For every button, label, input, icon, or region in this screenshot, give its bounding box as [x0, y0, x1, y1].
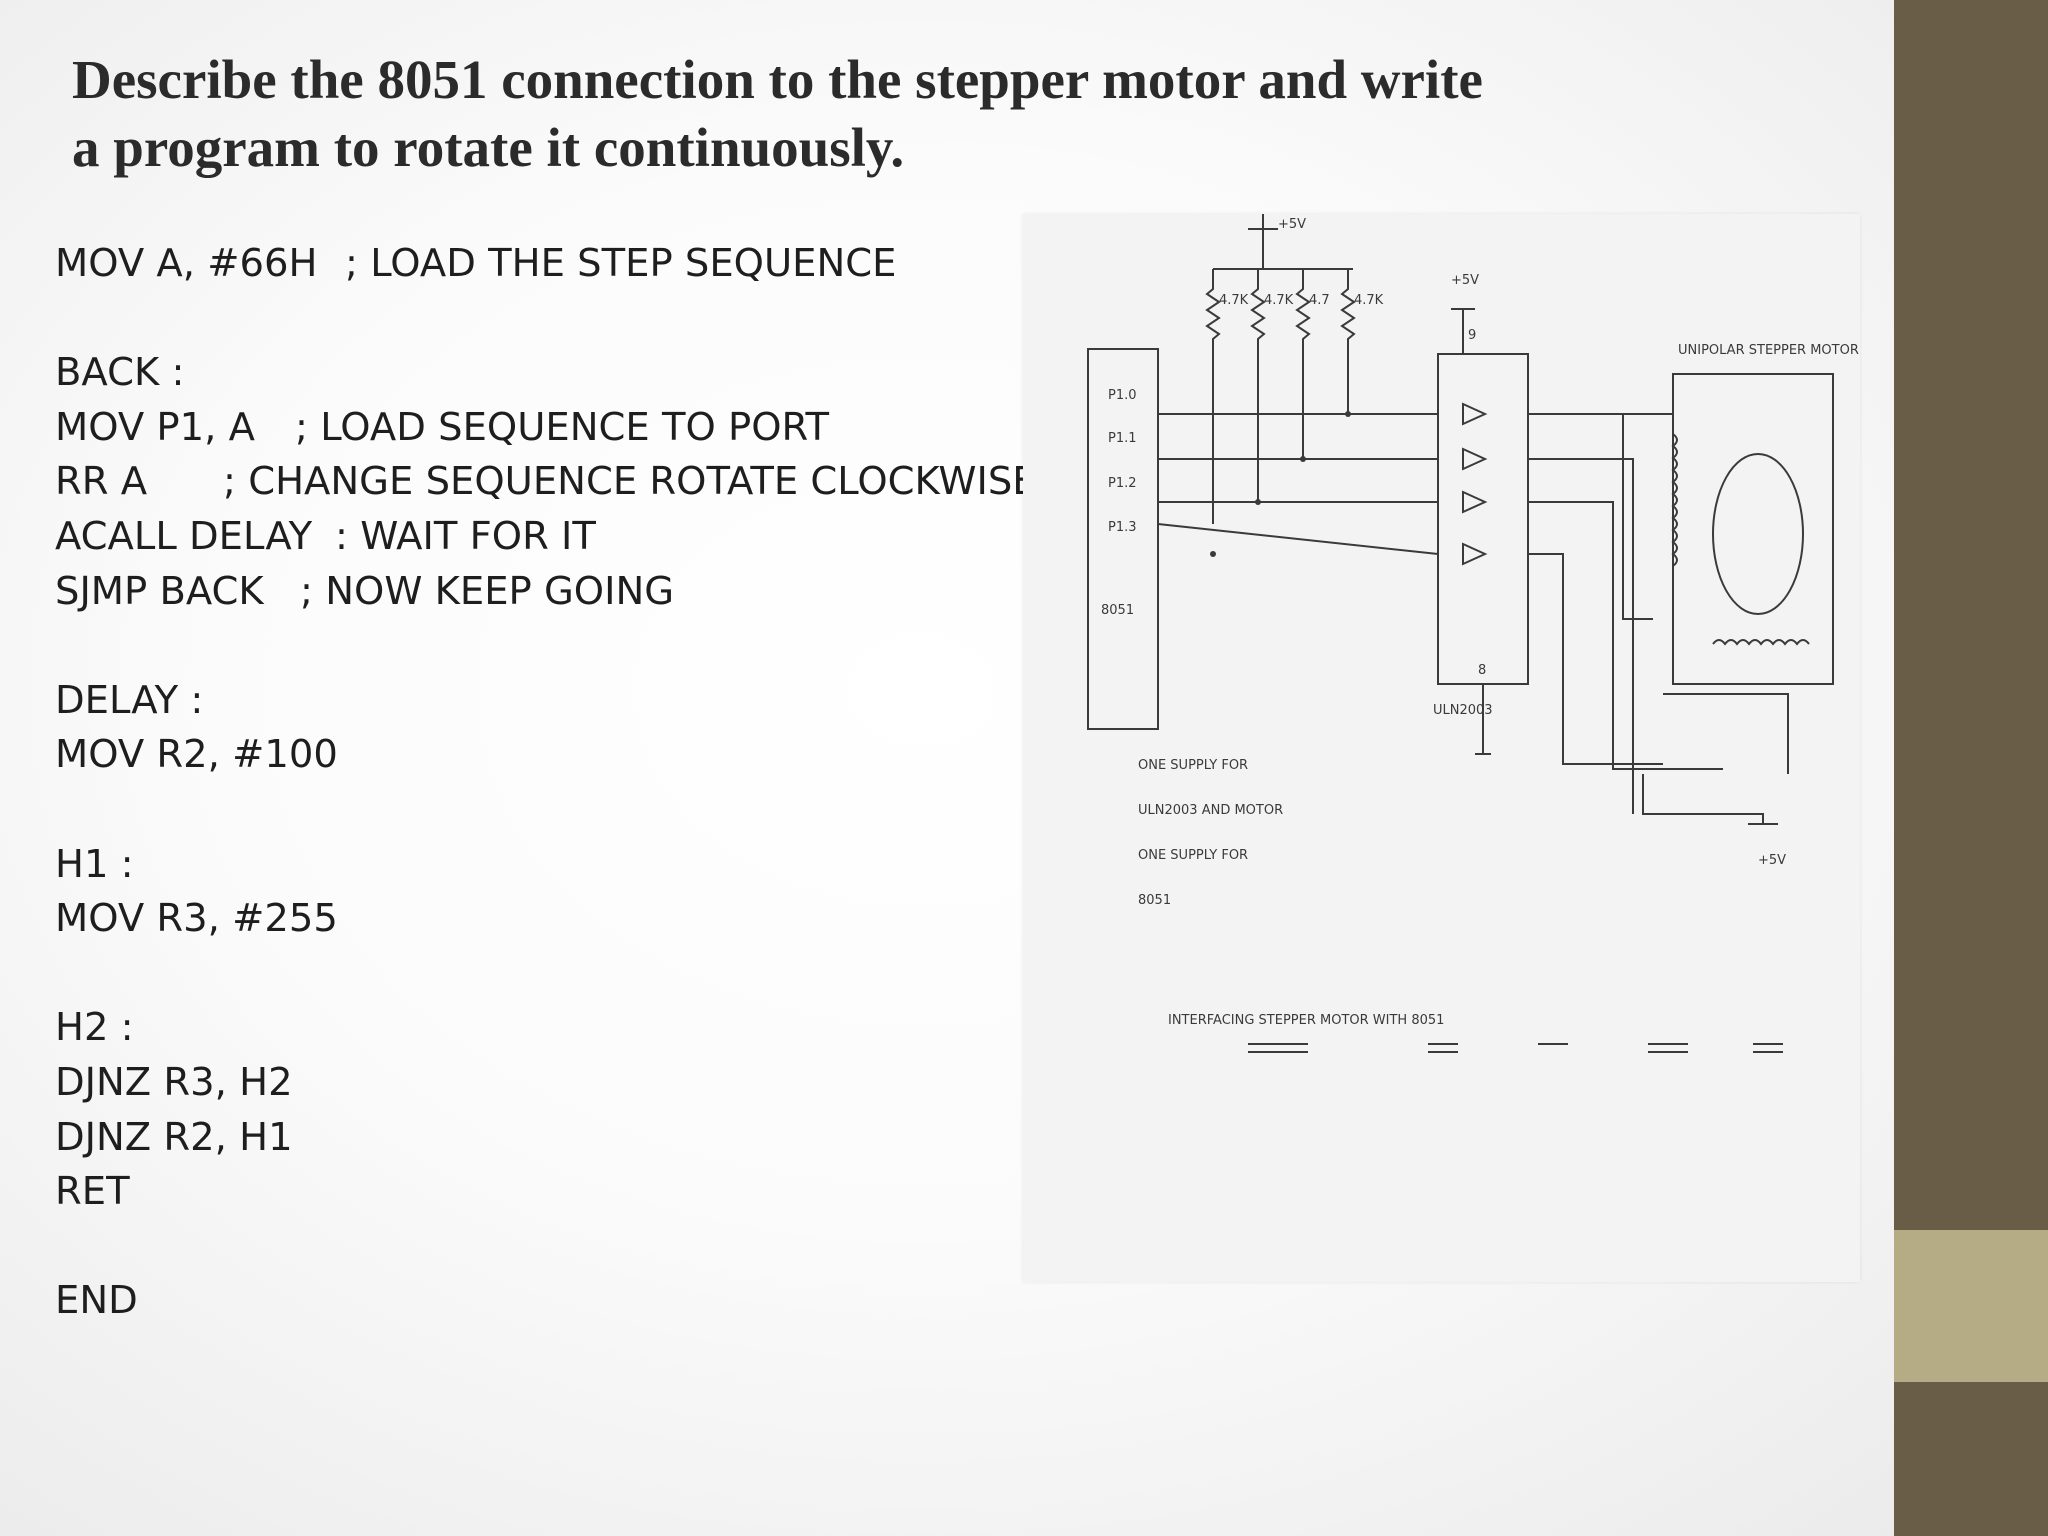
code-line: MOV A, #66H ; LOAD THE STEP SEQUENCE [55, 237, 896, 292]
pin-label-p13: P1.3 [1108, 520, 1137, 535]
code-line [55, 619, 338, 674]
title-line-2: a program to rotate it continuously. [72, 117, 905, 178]
resistor-label-2: 4.7K [1264, 293, 1294, 308]
code-line: BACK : [55, 346, 338, 401]
supply-note-line-3: ONE SUPPLY FOR [1138, 848, 1248, 863]
supply-note-line-2: ULN2003 AND MOTOR [1138, 803, 1283, 818]
code-comment: ; NOW KEEP GOING [300, 568, 675, 614]
code-instruction: RR A [55, 459, 148, 505]
motor-rotor [1712, 453, 1804, 615]
code-instruction: MOV R2, #100 [55, 732, 338, 778]
code-instruction: RET [55, 1169, 130, 1215]
stepper-motor-box [1672, 373, 1834, 685]
code-line: DELAY : [55, 674, 338, 729]
uln-pin8-label: 8 [1478, 663, 1486, 678]
code-instruction: H1 : [55, 841, 134, 887]
code-instruction: DJNZ R3, H2 [55, 1059, 293, 1105]
port-wires [1157, 411, 1439, 557]
code-instruction: MOV P1, A [55, 404, 255, 450]
code-listing: MOV A, #66H ; LOAD THE STEP SEQUENCE BACK … [55, 237, 1037, 1329]
resistor-label-4: 4.7K [1354, 293, 1384, 308]
uln-pin9-label: 9 [1468, 328, 1476, 343]
mcu-8051-box [1087, 348, 1159, 730]
code-instruction: END [55, 1278, 138, 1324]
code-instruction: SJMP BACK [55, 568, 264, 614]
supply-note-line-1: ONE SUPPLY FOR [1138, 758, 1248, 773]
code-line [55, 947, 338, 1002]
code-instruction: MOV R3, #255 [55, 896, 338, 942]
uln-supply-label: +5V [1451, 273, 1479, 288]
code-comment: ; LOAD SEQUENCE TO PORT [295, 404, 829, 450]
title-line-1: Describe the 8051 connection to the step… [72, 49, 1483, 110]
diagram-caption: INTERFACING STEPPER MOTOR WITH 8051 [1168, 1013, 1444, 1028]
mcu-8051-label: 8051 [1101, 603, 1134, 618]
code-line [55, 292, 338, 347]
driver-buffers [1462, 402, 1488, 566]
code-instruction: DJNZ R2, H1 [55, 1114, 293, 1160]
code-line: DJNZ R3, H2 [55, 1056, 338, 1111]
code-comment: : WAIT FOR IT [335, 513, 596, 559]
code-line: RR A ; CHANGE SEQUENCE ROTATE CLOCKWISE [55, 455, 1037, 510]
motor-coil-horizontal [1712, 639, 1810, 646]
code-line: MOV P1, A ; LOAD SEQUENCE TO PORT [55, 401, 829, 456]
code-comment: ; LOAD THE STEP SEQUENCE [345, 241, 897, 286]
top-supply-label: +5V [1278, 217, 1306, 232]
caption-underlines [1248, 1043, 1783, 1053]
uln2003-box [1437, 353, 1529, 685]
pin-label-p10: P1.0 [1108, 388, 1137, 403]
code-line: MOV R2, #100 [55, 728, 338, 783]
pullup-resistors [1205, 269, 1356, 524]
code-line: SJMP BACK ; NOW KEEP GOING [55, 565, 674, 620]
resistor-label-3: 4.7 [1309, 293, 1330, 308]
motor-wires [1528, 413, 1789, 825]
code-line [55, 783, 338, 838]
code-line [55, 1220, 338, 1275]
code-instruction: DELAY : [55, 677, 204, 723]
supply-note-line-4: 8051 [1138, 893, 1171, 908]
side-decoration-band [1894, 1230, 2048, 1382]
code-instruction: H2 : [55, 1005, 134, 1051]
code-comment: ; CHANGE SEQUENCE ROTATE CLOCKWISE [223, 459, 1037, 505]
uln2003-label: ULN2003 [1433, 703, 1493, 718]
pin-label-p12: P1.2 [1108, 476, 1137, 491]
code-line: DJNZ R2, H1 [55, 1111, 338, 1166]
code-instruction: MOV A, #66H [55, 241, 318, 286]
slide-title: Describe the 8051 connection to the step… [72, 46, 1572, 182]
resistor-label-1: 4.7K [1219, 293, 1249, 308]
code-instruction: ACALL DELAY [55, 513, 313, 559]
motor-label: UNIPOLAR STEPPER MOTOR [1678, 343, 1859, 358]
circuit-diagram: 8051 P1.0 P1.1 P1.2 P1.3 +5V 4.7K 4.7K 4… [1023, 214, 1860, 1282]
code-line: RET [55, 1165, 338, 1220]
pin-label-p11: P1.1 [1108, 431, 1137, 446]
code-line: H2 : [55, 1001, 338, 1056]
code-line: END [55, 1274, 338, 1329]
code-instruction: BACK : [55, 350, 185, 396]
code-line: H1 : [55, 838, 338, 893]
motor-supply-label: +5V [1758, 853, 1786, 868]
motor-coil-vertical [1671, 433, 1678, 567]
code-line: MOV R3, #255 [55, 892, 338, 947]
code-line: ACALL DELAY : WAIT FOR IT [55, 510, 596, 565]
